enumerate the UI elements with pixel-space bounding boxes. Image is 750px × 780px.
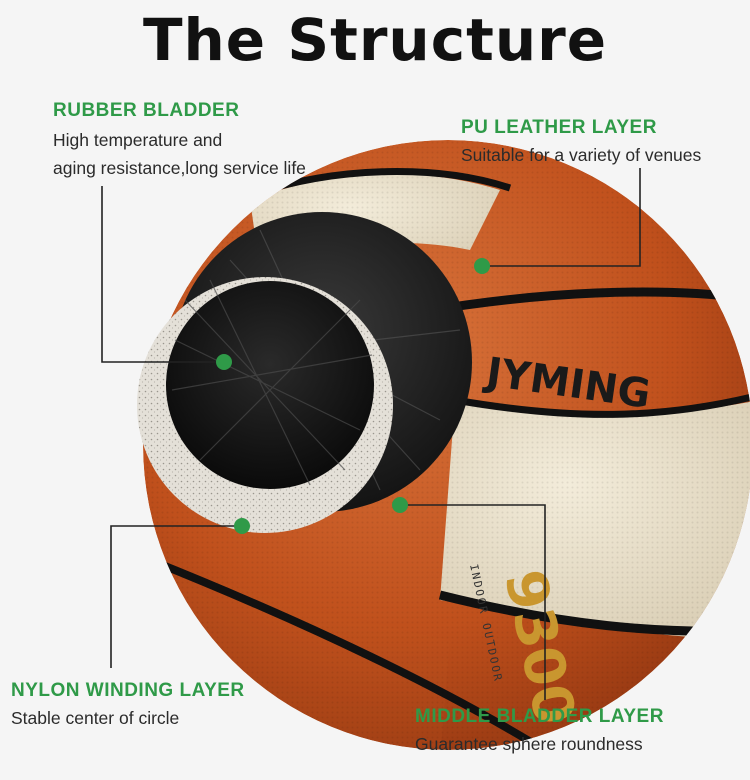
leader-nylon [110, 525, 242, 668]
pu-leather-shell [143, 140, 750, 750]
marker-pu [474, 258, 490, 274]
desc-line: aging resistance,long service life [53, 158, 306, 178]
leader-rubber [101, 186, 224, 363]
desc-line: Stable center of circle [11, 708, 180, 728]
callout-heading: NYLON WINDING LAYER [11, 680, 245, 701]
marker-nylon [234, 518, 250, 534]
callout-description: Guarantee sphere roundness [415, 730, 664, 758]
callout-pu-leather: PU LEATHER LAYER Suitable for a variety … [461, 117, 701, 169]
desc-line: High temperature and [53, 130, 223, 150]
leader-lines [101, 168, 641, 700]
marker-rubber [216, 354, 232, 370]
desc-line: Suitable for a variety of venues [461, 145, 702, 165]
rubber-bladder-layer [166, 279, 374, 489]
callout-description: Suitable for a variety of venues [461, 141, 701, 169]
callout-heading: PU LEATHER LAYER [461, 117, 657, 138]
callout-description: Stable center of circle [11, 704, 245, 732]
leader-pu [482, 168, 641, 267]
marker-middle [392, 497, 408, 513]
callout-heading: RUBBER BLADDER [53, 100, 240, 121]
callout-description: High temperature and aging resistance,lo… [53, 126, 306, 182]
desc-line: Guarantee sphere roundness [415, 734, 643, 754]
leader-middle [400, 504, 546, 700]
callout-nylon-winding: NYLON WINDING LAYER Stable center of cir… [11, 680, 245, 732]
callout-rubber-bladder: RUBBER BLADDER High temperature and agin… [53, 100, 306, 182]
callout-middle-bladder: MIDDLE BLADDER LAYER Guarantee sphere ro… [415, 706, 664, 758]
page-title: The Structure [142, 6, 608, 74]
callout-heading: MIDDLE BLADDER LAYER [415, 706, 664, 727]
